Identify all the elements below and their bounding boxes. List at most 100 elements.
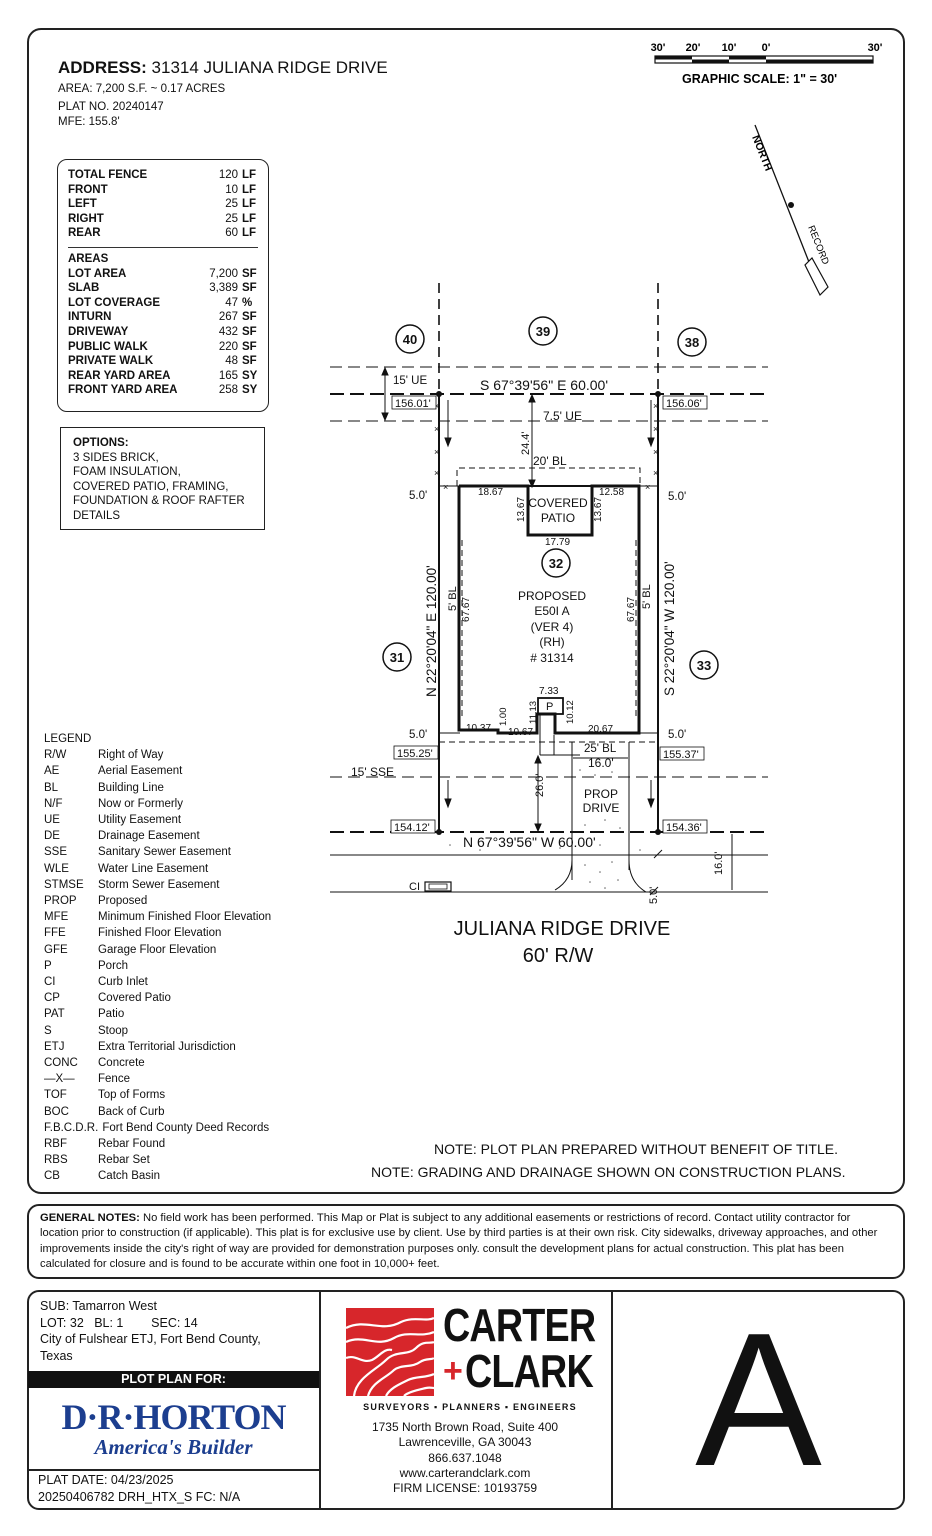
svg-text:×: × — [434, 447, 439, 457]
svg-text:×: × — [434, 468, 439, 478]
dim-18-67: 18.67 — [478, 487, 503, 498]
area-text: AREA: 7,200 S.F. ~ 0.17 ACRES — [58, 83, 226, 95]
cc-carter: CARTER — [443, 1299, 596, 1351]
plat-date: PLAT DATE: 04/23/2025 20250406782 DRH_HT… — [38, 1473, 241, 1504]
offset-5-tr: 5.0' — [668, 491, 686, 503]
elev-rear-left: 156.01' — [395, 398, 431, 410]
house-line: E50I A — [534, 604, 569, 618]
drh-main: D·R·HORTON — [61, 1397, 286, 1437]
title-divider-1 — [319, 1291, 321, 1509]
sse15-label: 15' SSE — [351, 765, 394, 779]
areas-title: AREAS — [68, 252, 109, 265]
fence-marks: ×××× ×××× ×× — [434, 401, 658, 492]
dim-24-4: 24.4' — [520, 431, 532, 455]
curb-inlet-label: CI — [409, 881, 420, 893]
options-line: FOUNDATION & ROOF RAFTER — [73, 495, 245, 508]
elev-rear-right: 156.06' — [666, 398, 702, 410]
ue15-label: 15' UE — [393, 375, 427, 387]
title-divider-2 — [611, 1291, 613, 1509]
elev-lot-br: 154.36' — [666, 822, 702, 834]
dim-10-12: 10.12 — [565, 700, 576, 724]
porch-label: P — [546, 701, 553, 713]
covered-patio-line1: COVERED — [528, 496, 588, 510]
cc-tagline: SURVEYORS ▪ PLANNERS ▪ ENGINEERS — [363, 1402, 577, 1412]
svg-text:×: × — [443, 482, 448, 492]
plot-plan-for-bar: PLOT PLAN FOR: — [28, 1371, 319, 1388]
general-notes-box — [27, 1204, 905, 1279]
svg-text:×: × — [434, 424, 439, 434]
address-label: ADDRESS: — [58, 58, 147, 77]
address-value: 31314 JULIANA RIDGE DRIVE — [151, 58, 388, 77]
scale-tick: 30' — [868, 42, 883, 54]
general-notes-label: GENERAL NOTES: — [40, 1212, 140, 1224]
carter-clark-wordmark: CARTER + CLARK — [443, 1299, 596, 1397]
scale-tick: 30' — [651, 42, 666, 54]
table-divider — [68, 246, 258, 248]
dim-16-0-drive: 16.0' — [588, 756, 614, 770]
rear-bearing: S 67°39'56" E 60.00' — [480, 377, 608, 393]
cc-clark: CLARK — [464, 1345, 594, 1397]
offset-5-bl: 5.0' — [409, 729, 427, 741]
scale-label: GRAPHIC SCALE: 1" = 30' — [682, 72, 837, 86]
north-arrow: NORTH RECORD — [749, 124, 831, 297]
dim-10-37: 10.37 — [466, 723, 491, 734]
svg-text:×: × — [434, 401, 439, 411]
dim-67-67-right: 67.67 — [626, 597, 637, 622]
covered-patio-line2: PATIO — [541, 511, 575, 525]
cc-address-block: 1735 North Brown Road, Suite 400 Lawrenc… — [371, 1420, 559, 1496]
offset-5-tl: 5.0' — [409, 490, 427, 502]
bl20-label: 20' BL — [533, 454, 567, 468]
house-line: PROPOSED — [518, 589, 586, 603]
bl5-left: 5' BL — [447, 586, 459, 611]
prop-drive-line1: PROP — [584, 787, 618, 801]
dr-horton-logo: D·R·HORTON America's Builder — [28, 1390, 319, 1468]
options-line: FOAM INSULATION, — [73, 466, 181, 479]
lot-number-32: 32 — [549, 556, 563, 571]
note-grading: NOTE: GRADING AND DRAINAGE SHOWN ON CONS… — [371, 1164, 846, 1180]
mfe-text: MFE: 155.8' — [58, 116, 120, 128]
options-line: COVERED PATIO, FRAMING, — [73, 480, 229, 493]
house-line: (VER 4) — [531, 620, 574, 634]
bl5-right: 5' BL — [641, 584, 653, 609]
driveway-concrete-hatch — [449, 769, 641, 889]
dim-5-0-front: 5.0' — [648, 887, 660, 904]
offset-5-br: 5.0' — [668, 729, 686, 741]
options-line: 3 SIDES BRICK, — [73, 451, 159, 464]
legend-item: —X—Fence — [44, 1073, 130, 1086]
house-line: # 31314 — [530, 651, 574, 665]
note-title: NOTE: PLOT PLAN PREPARED WITHOUT BENEFIT… — [434, 1141, 838, 1157]
plot-plan: ×××× ×××× ×× 40 39 38 31 32 33 15' UE S … — [330, 283, 768, 967]
svg-text:×: × — [653, 401, 658, 411]
elev-front-left: 155.25' — [397, 748, 433, 760]
elev-lot-bl: 154.12' — [394, 822, 430, 834]
dim-16-0-front: 16.0' — [713, 851, 725, 875]
right-bearing: S 22°20'04" W 120.00' — [662, 561, 677, 696]
carter-clark-topo-mark — [346, 1308, 434, 1396]
dim-12-58: 12.58 — [599, 487, 624, 498]
